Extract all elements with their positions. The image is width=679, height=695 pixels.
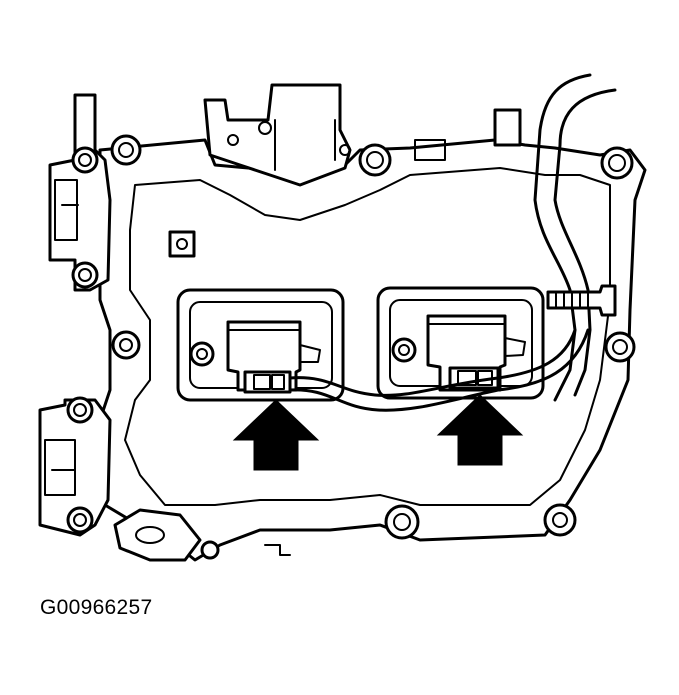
bottom-left-lug-hole xyxy=(135,526,165,544)
perimeter-bolts xyxy=(66,134,636,560)
bottom-left-lug xyxy=(113,508,202,562)
right-coil-bolt-head xyxy=(398,344,410,356)
engine-cover-diagram xyxy=(38,73,647,562)
top-pipe-housing xyxy=(203,83,352,187)
left-coil-recess xyxy=(176,288,345,402)
wire-harness-upper xyxy=(288,328,577,397)
left-bottom-mount-plate xyxy=(44,439,76,496)
housing-bolt-right xyxy=(258,121,272,135)
hose-inner xyxy=(553,88,617,397)
wire-harness-lower xyxy=(288,328,590,412)
right-coil-side-tab xyxy=(504,337,526,357)
side-bolt-threads xyxy=(555,291,589,309)
housing-bolt-left xyxy=(227,134,239,146)
left-coil-bolt-head xyxy=(196,348,208,360)
square-lug-hole xyxy=(176,238,188,250)
left-top-mount xyxy=(48,93,112,292)
right-connector-latch xyxy=(457,370,477,386)
square-lug xyxy=(168,230,196,258)
bottom-tab xyxy=(264,544,291,556)
hose-outer xyxy=(533,73,592,402)
left-coil-side-tab xyxy=(299,344,321,363)
figure-id: G00966257 xyxy=(40,596,153,619)
left-coil-connector xyxy=(243,370,292,394)
left-connector-arrow xyxy=(232,399,320,471)
top-right-bracket xyxy=(493,108,522,147)
cover-inner-outline xyxy=(124,167,611,506)
left-top-mount-plate xyxy=(54,179,78,241)
right-connector-arrow xyxy=(436,394,524,466)
housing-bolt-small xyxy=(339,144,351,156)
left-coil-bolt xyxy=(189,341,215,367)
left-connector-pin xyxy=(271,374,285,390)
side-bolt xyxy=(546,284,617,317)
top-right-tab xyxy=(414,139,446,161)
left-connector-latch xyxy=(253,374,271,390)
right-coil-bolt xyxy=(391,337,417,363)
